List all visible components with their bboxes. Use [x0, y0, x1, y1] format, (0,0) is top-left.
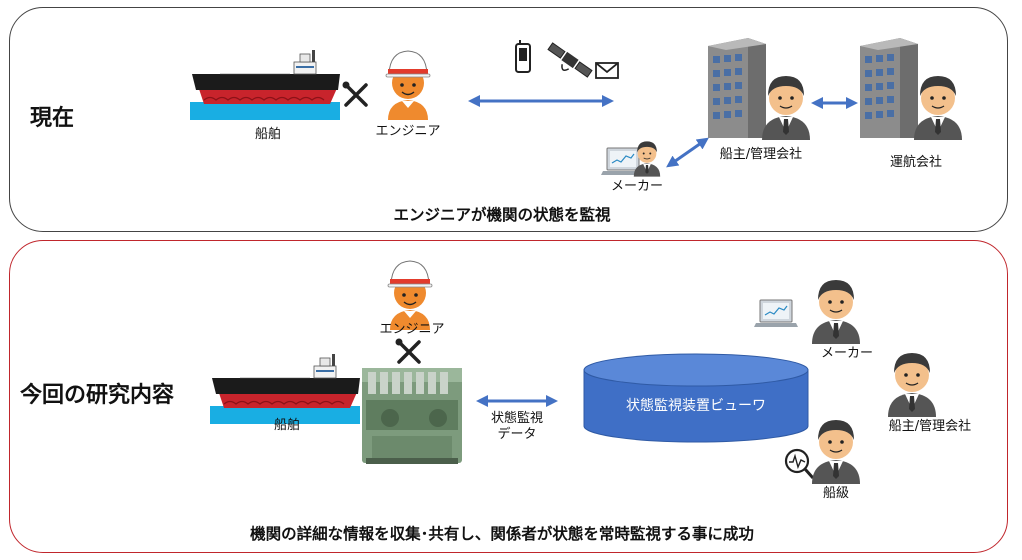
research-ship-icon — [209, 353, 361, 425]
research-caption: 機関の詳細な情報を収集･共有し、関係者が状態を常時監視する事に成功 — [250, 525, 754, 543]
mobile-phone-icon — [515, 40, 531, 73]
current-caption: エンジニアが機関の状態を監視 — [393, 206, 611, 224]
viewer-label: 状態監視装置ビューワ — [626, 398, 766, 414]
research-engineer-label: エンジニア — [379, 322, 445, 337]
owner-person-icon — [761, 75, 811, 141]
class-society-person-icon — [811, 419, 861, 485]
owner-label: 船主/管理会社 — [719, 147, 803, 162]
tools-icon — [340, 79, 368, 107]
current-section-title: 現在 — [30, 106, 75, 131]
engineer-icon — [385, 50, 431, 121]
research-engineer-icon — [387, 260, 433, 331]
ship-label: 船舶 — [254, 127, 282, 142]
viewer-database-icon — [583, 353, 809, 443]
operator-person-icon — [913, 75, 963, 141]
monitoring-data-label-line2: データ — [497, 427, 537, 443]
research-maker-laptop-icon — [753, 299, 799, 328]
monitoring-data-label: 状態監視 データ — [491, 411, 543, 444]
research-tools-icon — [393, 336, 421, 364]
marine-engine-icon — [362, 368, 462, 464]
current-state-panel — [9, 7, 1008, 232]
research-owner-person-icon — [887, 352, 937, 418]
research-ship-label: 船舶 — [273, 418, 301, 433]
magnifier-icon — [784, 448, 815, 479]
maker-label: メーカー — [610, 179, 664, 194]
monitoring-data-label-line1: 状態監視 — [490, 411, 544, 426]
operator-label: 運航会社 — [889, 155, 943, 170]
research-maker-person-icon — [811, 279, 861, 345]
engineer-label: エンジニア — [375, 124, 441, 139]
ship-icon — [189, 49, 341, 121]
research-section-title: 今回の研究内容 — [20, 383, 175, 408]
class-society-label: 船級 — [822, 486, 850, 501]
maker-owner-arrow — [666, 137, 709, 168]
email-icon — [595, 62, 619, 79]
satellite-icon — [547, 42, 593, 78]
research-owner-label: 船主/管理会社 — [888, 419, 972, 434]
operator-building-icon — [860, 38, 918, 138]
owner-building-icon — [708, 38, 766, 138]
research-maker-label: メーカー — [820, 346, 874, 361]
